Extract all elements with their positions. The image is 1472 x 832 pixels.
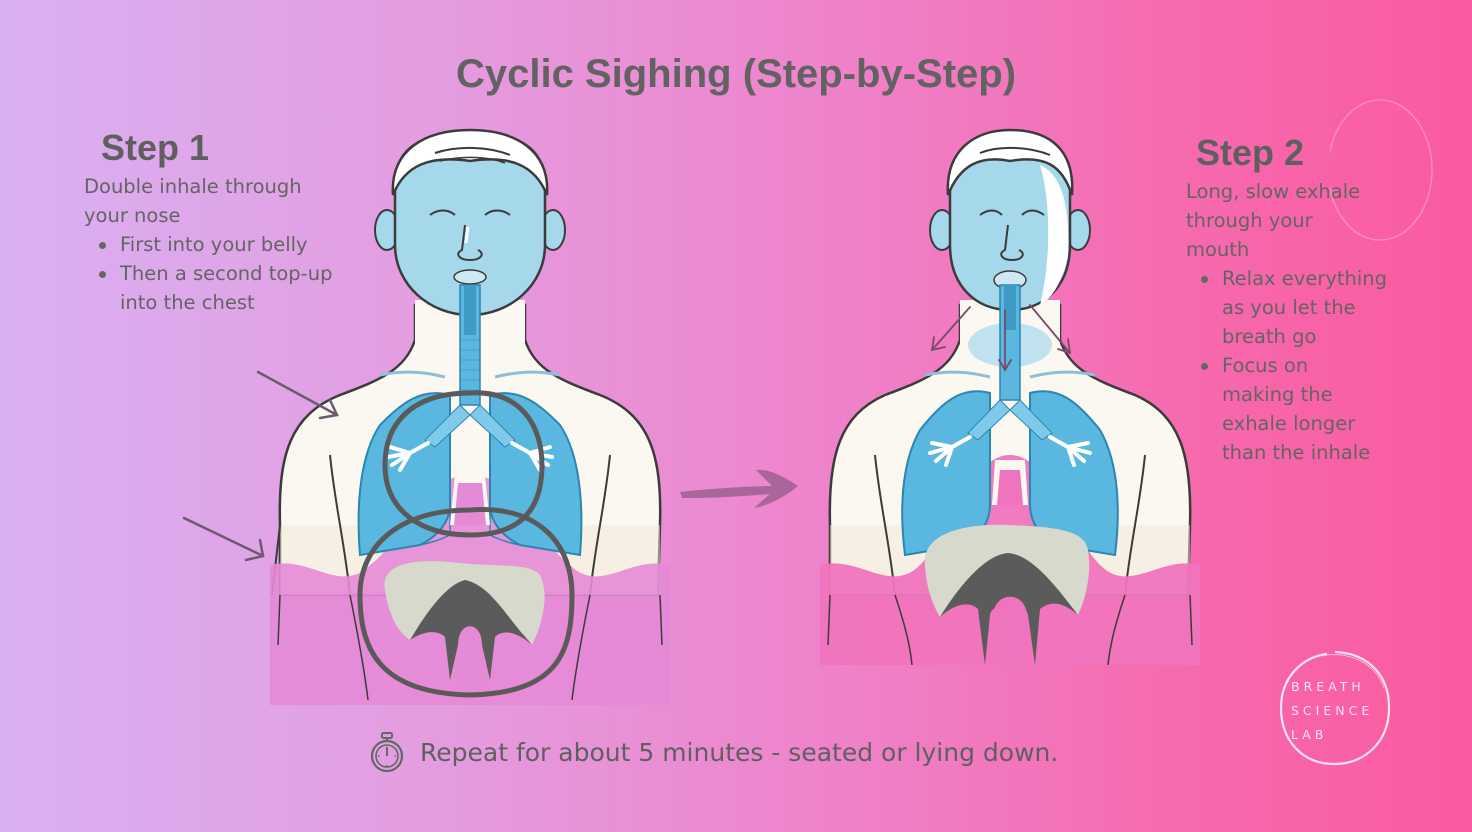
logo-line: SCIENCE (1291, 703, 1374, 718)
step-1-bullet: First into your belly (84, 230, 374, 259)
step-1-description: Double inhale through your nose (84, 172, 374, 230)
bullet-line: First into your belly (120, 233, 308, 256)
step-1-bullets: First into your belly Then a second top-… (84, 230, 374, 317)
figure-inhale-illustration (256, 128, 670, 705)
bullet-line: than the inhale (1222, 441, 1371, 464)
bullet-line: exhale longer (1222, 412, 1356, 435)
bullet-line: as you let the (1222, 296, 1356, 319)
bullet-line: Focus on (1222, 354, 1309, 377)
step-1-panel: Step 1 Double inhale through your nose F… (84, 128, 374, 317)
page-title: Cyclic Sighing (Step-by-Step) (455, 52, 1017, 96)
logo-line: LAB (1291, 727, 1328, 742)
bullet-line: Relax everything (1222, 267, 1388, 290)
step-2-bullet: Relax everything as you let the breath go (1186, 264, 1416, 351)
arm-arrow-icon (182, 516, 265, 562)
diaphragm (924, 524, 1090, 665)
step-1-description-line: Double inhale through (84, 175, 302, 198)
exhale-arrows (930, 304, 1072, 372)
footer-text: Repeat for about 5 minutes - seated or l… (420, 737, 1059, 767)
trachea (386, 284, 554, 472)
chest-highlight-circle (382, 390, 545, 538)
figure-exhale-illustration (820, 128, 1200, 665)
stopwatch-icon (370, 732, 404, 773)
step-2-description-line: through your (1186, 209, 1313, 232)
step-2-description: Long, slow exhale through your mouth (1186, 177, 1416, 264)
flow-arrow-icon (680, 469, 798, 508)
step-1-heading: Step 1 (101, 127, 210, 168)
belly-highlight-circle (357, 507, 575, 698)
step-1-bullet: Then a second top-up into the chest (84, 259, 374, 317)
bullet-line: making the (1222, 383, 1333, 406)
logo-ring-icon (1279, 650, 1391, 766)
head (929, 128, 1091, 312)
step-2-description-line: mouth (1186, 238, 1250, 261)
bullet-line: into the chest (120, 291, 255, 314)
logo-line: BREATH (1291, 679, 1365, 694)
logo-text: BREATH SCIENCE LAB (1291, 675, 1373, 747)
step-2-heading: Step 2 (1196, 132, 1305, 173)
breath-science-lab-logo: BREATH SCIENCE LAB (1276, 648, 1392, 768)
bullet-line: Then a second top-up (120, 262, 333, 285)
faint-circle-decoration (1330, 99, 1433, 241)
head (374, 128, 566, 317)
bullet-line: breath go (1222, 325, 1317, 348)
diaphragm (384, 561, 545, 685)
step-2-description-line: Long, slow exhale (1186, 180, 1361, 203)
step-2-panel: Step 2 Long, slow exhale through your mo… (1186, 133, 1416, 467)
annotation-arrows (256, 370, 339, 420)
step-1-description-line: your nose (84, 204, 181, 227)
step-2-bullet: Focus on making the exhale longer than the … (1186, 351, 1416, 467)
footer-note: Repeat for about 5 minutes - seated or l… (368, 728, 1058, 776)
